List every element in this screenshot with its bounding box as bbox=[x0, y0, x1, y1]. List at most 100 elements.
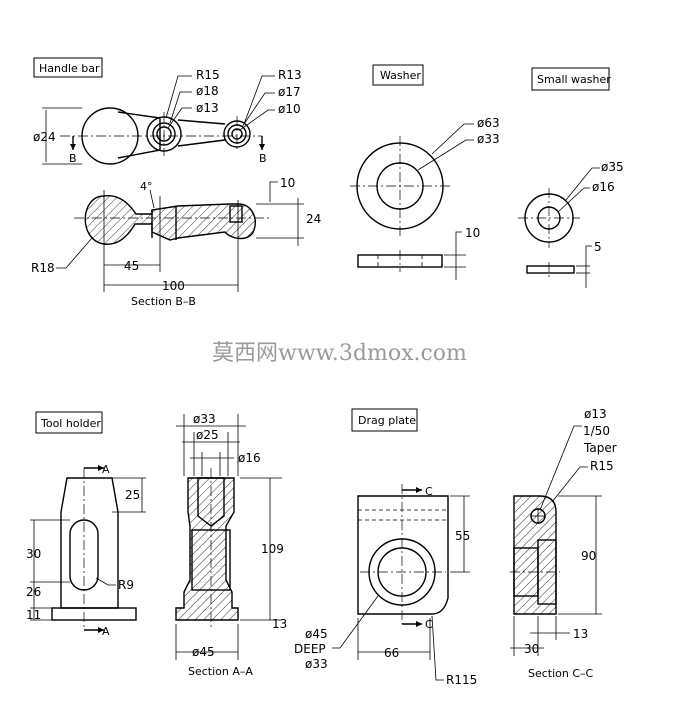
taper-angle-line bbox=[149, 189, 155, 209]
label-dp-taper: Taper bbox=[583, 441, 617, 455]
section-a-top-arrow bbox=[98, 465, 104, 471]
drag-plate-title: Drag plate bbox=[358, 414, 416, 427]
small-washer-group: Small washer bbox=[518, 67, 611, 288]
label-th-d45: ø45 bbox=[192, 645, 215, 659]
washer-dim10-line bbox=[455, 231, 462, 280]
label-th-109: 109 bbox=[261, 542, 284, 556]
small-washer-side-view bbox=[526, 265, 575, 274]
label-4deg: 4° bbox=[140, 180, 153, 193]
label-th-a-bottom: A bbox=[102, 625, 110, 638]
label-dp-c-top: C bbox=[425, 485, 433, 498]
section-c-bottom-arrow bbox=[416, 621, 422, 627]
leader-small-washer-d16 bbox=[557, 187, 590, 213]
label-24: 24 bbox=[306, 212, 321, 226]
dim10-leader bbox=[269, 181, 278, 202]
section-aa-caption: Section A–A bbox=[188, 665, 253, 678]
label-100: 100 bbox=[162, 279, 185, 293]
label-th-d25: ø25 bbox=[196, 428, 219, 442]
handle-bar-top-arm bbox=[177, 119, 226, 147]
leader-dp-d45 bbox=[332, 595, 379, 649]
label-dp-d13: ø13 bbox=[584, 407, 607, 421]
label-dp-d45: ø45 bbox=[305, 627, 328, 641]
label-dp-13b: 13 bbox=[573, 627, 588, 641]
label-dp-r15: R15 bbox=[590, 459, 614, 473]
label-dp-66: 66 bbox=[384, 646, 399, 660]
section-b-right-arrow bbox=[259, 144, 265, 150]
label-washer-d63: ø63 bbox=[477, 116, 500, 130]
label-dp-30: 30 bbox=[524, 642, 539, 656]
label-dp-r115: R115 bbox=[446, 673, 477, 687]
label-th-25: 25 bbox=[125, 488, 140, 502]
leader-d17 bbox=[241, 92, 275, 128]
label-th-30: 30 bbox=[26, 547, 41, 561]
leader-r18 bbox=[56, 237, 93, 269]
label-th-26: 26 bbox=[26, 585, 41, 599]
label-dp-deep: DEEP bbox=[294, 642, 326, 656]
label-r15: R15 bbox=[196, 68, 220, 82]
label-washer-d33: ø33 bbox=[477, 132, 500, 146]
tool-holder-title-box bbox=[35, 411, 103, 434]
leader-washer-d63 bbox=[431, 123, 474, 155]
leader-dp-d13 bbox=[539, 425, 582, 511]
small-washer-dim5-line bbox=[585, 245, 592, 288]
handle-bar-section-body bbox=[84, 195, 256, 245]
washer-group: Washer bbox=[350, 64, 474, 280]
label-dp-d33: ø33 bbox=[305, 657, 328, 671]
label-th-11: 11 bbox=[26, 608, 41, 622]
label-small-washer-5: 5 bbox=[594, 240, 602, 254]
handle-bar-group: Handle bar bbox=[31, 57, 321, 308]
section-a-bottom-arrow bbox=[98, 627, 104, 633]
label-dp-13: 13 bbox=[272, 617, 287, 631]
label-dp-c-bottom: C bbox=[425, 618, 433, 631]
washer-title: Washer bbox=[380, 69, 421, 82]
leader-washer-d33 bbox=[417, 139, 474, 171]
tool-holder-section-taper-bore bbox=[197, 477, 225, 527]
handle-bar-title: Handle bar bbox=[39, 62, 100, 75]
section-cc-caption: Section C–C bbox=[528, 667, 594, 680]
leader-small-washer-d35 bbox=[565, 167, 600, 201]
label-small-washer-d35: ø35 bbox=[601, 160, 624, 174]
leader-r15 bbox=[165, 75, 192, 119]
label-d24: ø24 bbox=[33, 130, 56, 144]
label-b-right: B bbox=[259, 152, 267, 165]
label-d18: ø18 bbox=[196, 84, 219, 98]
label-th-r9: R9 bbox=[118, 578, 134, 592]
tool-holder-section-body bbox=[175, 477, 239, 621]
drag-plate-front-body bbox=[357, 495, 449, 615]
leader-r13 bbox=[243, 75, 275, 125]
drag-plate-group: Drag plate bbox=[332, 408, 602, 681]
drag-plate-title-box bbox=[351, 408, 418, 432]
label-dp-taper-ratio: 1/50 bbox=[583, 424, 610, 438]
washer-title-box bbox=[372, 64, 424, 86]
watermark: 莫西网www.3dmox.com bbox=[212, 341, 467, 366]
leader-dp-r115 bbox=[431, 615, 444, 681]
label-th-d33: ø33 bbox=[193, 412, 216, 426]
label-b-left: B bbox=[69, 152, 77, 165]
label-washer-10: 10 bbox=[465, 226, 480, 240]
handle-bar-top-view bbox=[42, 75, 275, 165]
small-washer-title-box bbox=[531, 67, 610, 91]
leader-dp-r15 bbox=[551, 466, 588, 503]
label-th-a-top: A bbox=[102, 463, 110, 476]
leader-d10 bbox=[239, 109, 275, 131]
label-d17: ø17 bbox=[278, 85, 301, 99]
handle-bar-section-view bbox=[56, 181, 304, 292]
handle-bar-title-box bbox=[33, 57, 103, 78]
tool-holder-front-base bbox=[51, 607, 137, 621]
label-dp-55: 55 bbox=[455, 529, 470, 543]
label-45: 45 bbox=[124, 259, 139, 273]
leader-d18 bbox=[169, 91, 192, 124]
leader-th-r9 bbox=[95, 577, 116, 586]
label-d13: ø13 bbox=[196, 101, 219, 115]
label-d10: ø10 bbox=[278, 102, 301, 116]
section-b-left-arrow bbox=[70, 144, 76, 150]
tool-holder-title: Tool holder bbox=[40, 417, 101, 430]
label-small-washer-d16: ø16 bbox=[592, 180, 615, 194]
label-dp-90: 90 bbox=[581, 549, 596, 563]
handle-bar-top-connector bbox=[117, 111, 161, 159]
label-10: 10 bbox=[280, 176, 295, 190]
section-c-top-arrow bbox=[416, 487, 422, 493]
leader-d13 bbox=[167, 107, 192, 129]
section-bb-caption: Section B–B bbox=[131, 295, 196, 308]
